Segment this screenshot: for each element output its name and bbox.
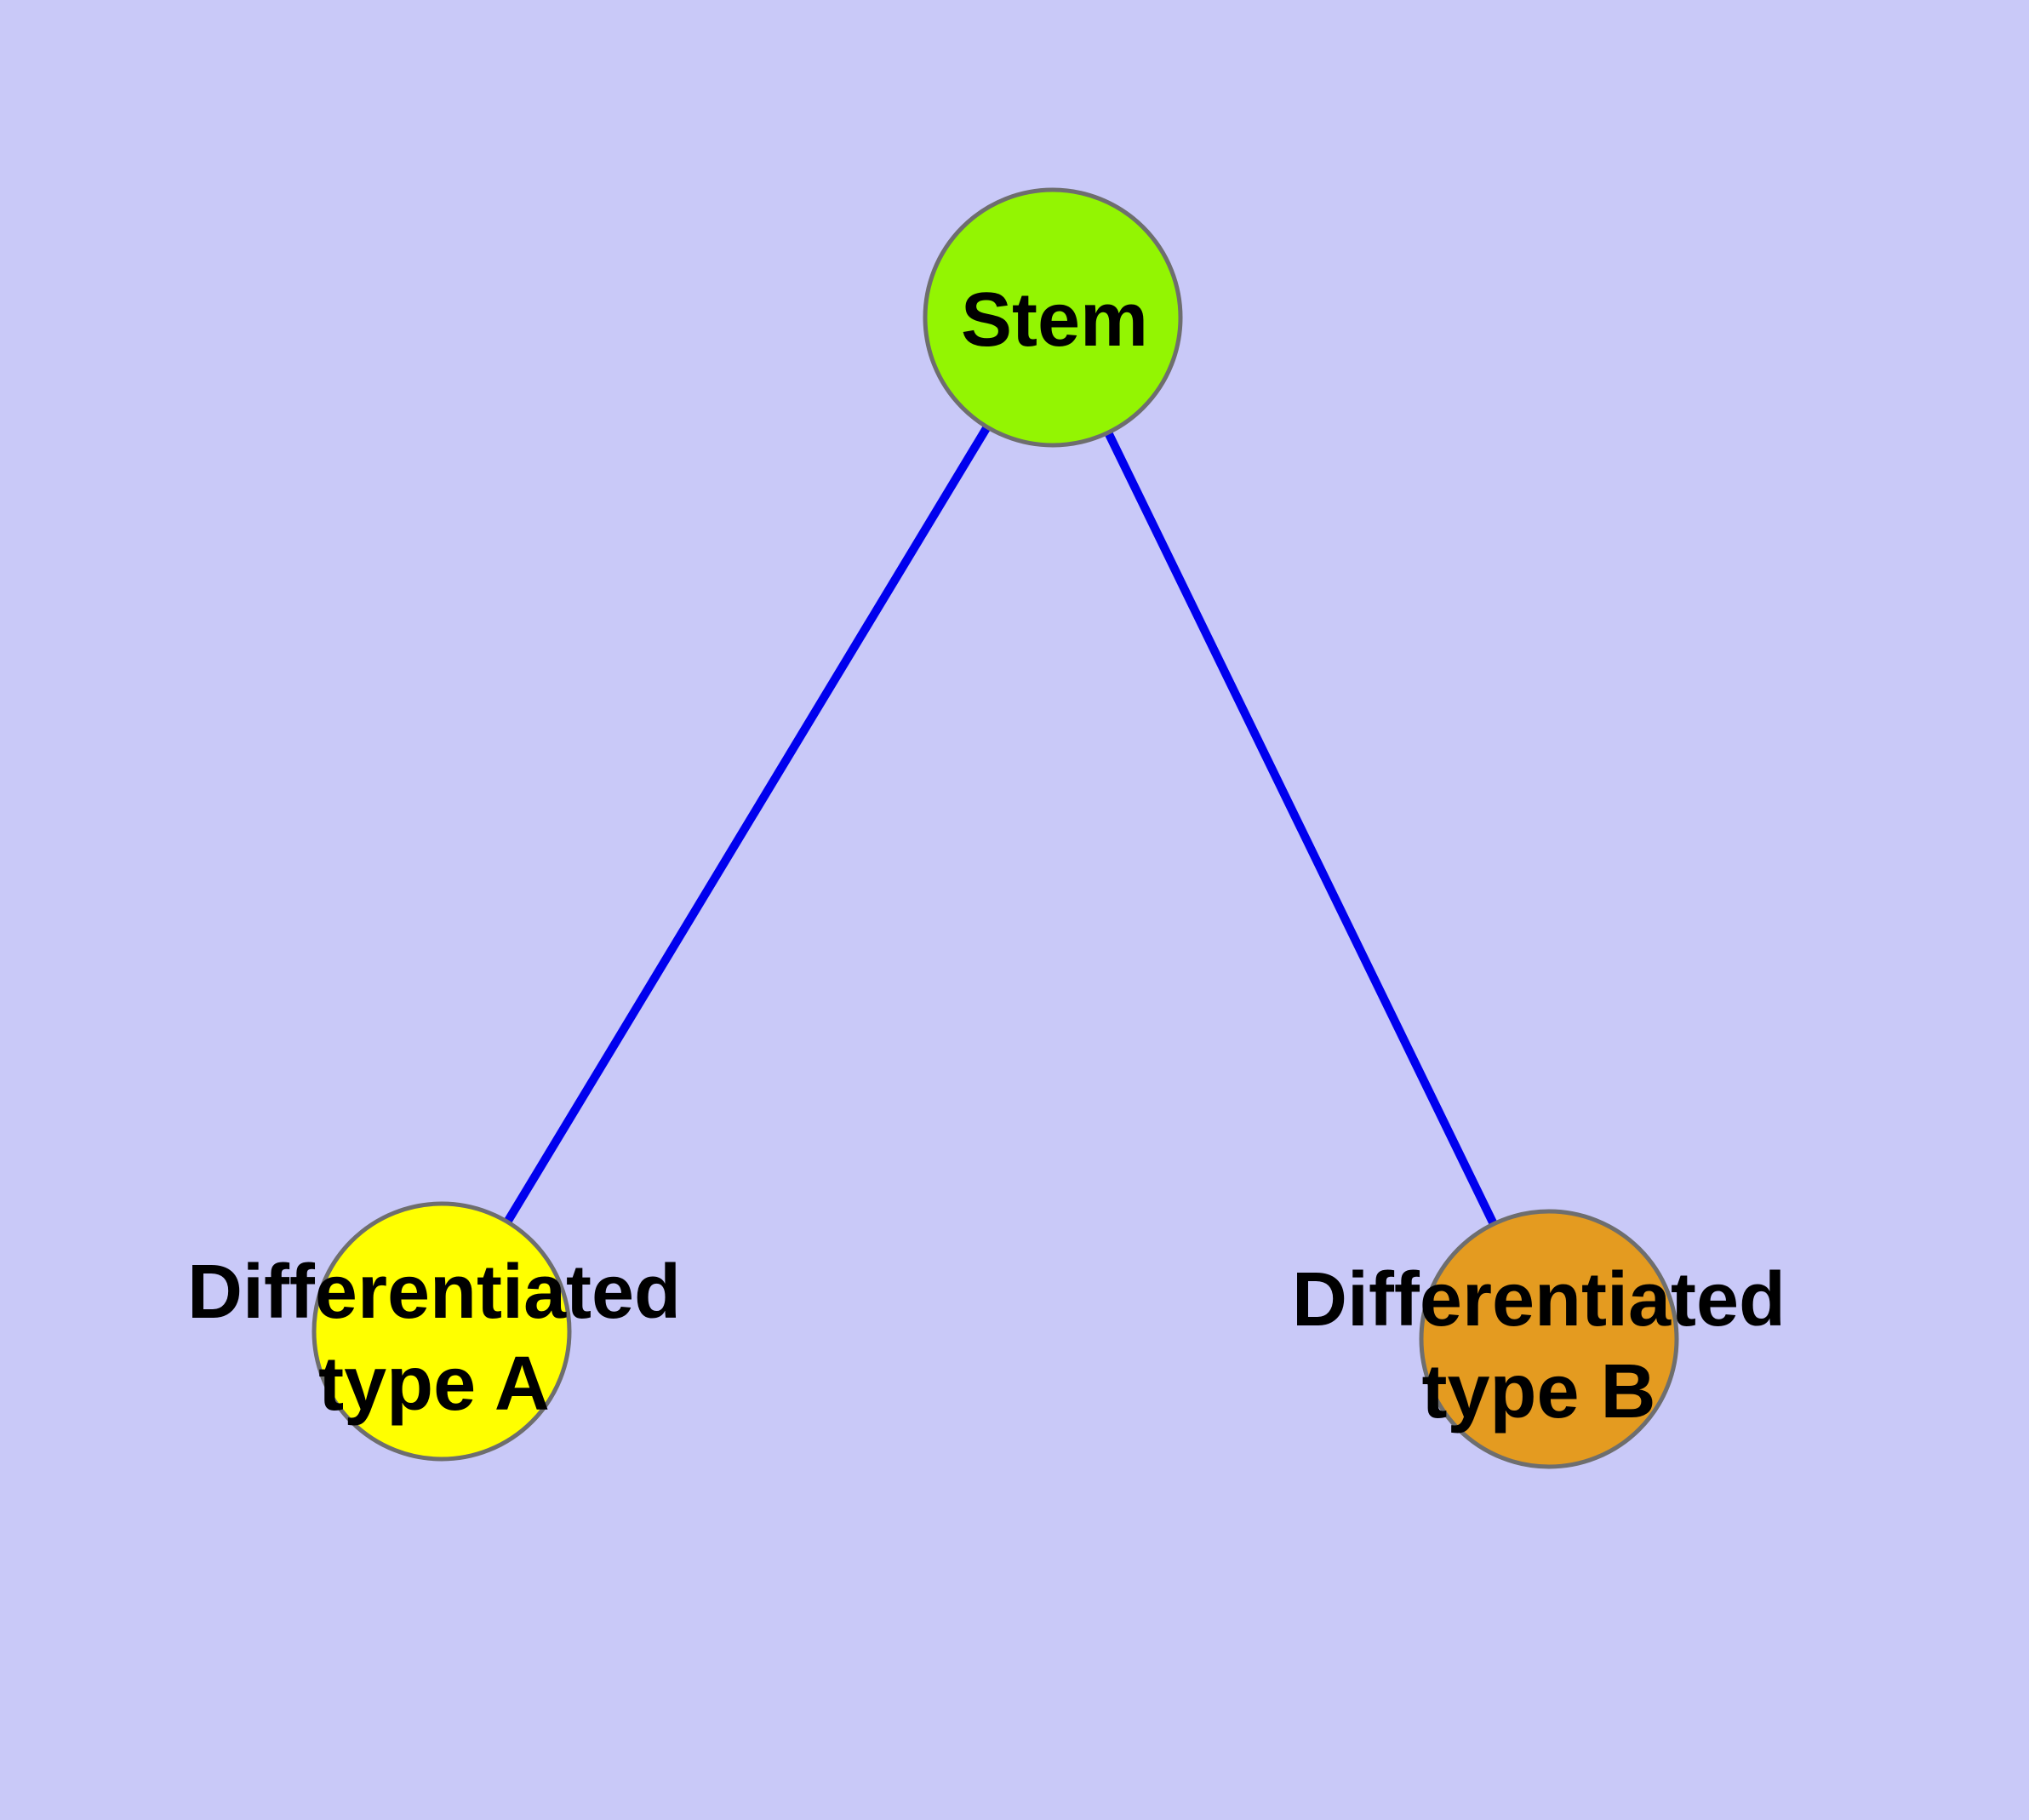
node-differentiated-type-a-label-line1: Differentiated — [187, 1250, 681, 1335]
node-differentiated-type-b — [1419, 1209, 1679, 1469]
node-differentiated-type-a-label-line2: type A — [318, 1342, 550, 1427]
edge-stem-to-type-b — [1105, 432, 1497, 1225]
edge-stem-to-type-a — [504, 426, 991, 1223]
node-differentiated-type-a — [311, 1201, 572, 1462]
node-stem — [923, 187, 1183, 448]
node-differentiated-type-b-label-line2: type B — [1421, 1349, 1655, 1434]
node-stem-label: Stem — [961, 278, 1148, 363]
node-differentiated-type-b-label-line1: Differentiated — [1292, 1257, 1786, 1342]
